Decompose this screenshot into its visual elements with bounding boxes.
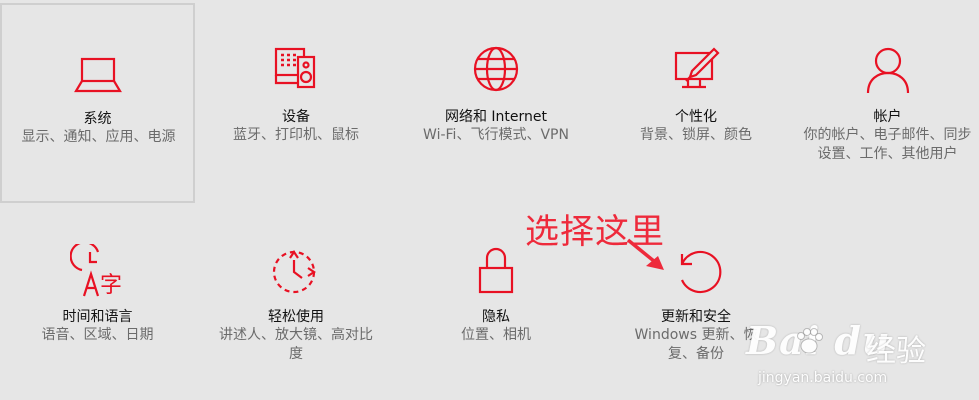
globe-icon [468, 43, 524, 99]
tile-description: Windows 更新、恢复、备份 [634, 327, 758, 362]
paw-icon [794, 326, 824, 360]
watermark-url: jingyan.baidu.com [758, 370, 888, 386]
watermark: Bai du 经验 jingyan.baidu.com [746, 318, 966, 398]
annotation-text: 选择这里 [525, 212, 665, 252]
tile-network[interactable]: 网络和 Internet Wi-Fi、飞行模式、VPN [396, 3, 596, 203]
watermark-cn: 经验 [866, 334, 926, 369]
tile-title: 帐户 [873, 109, 902, 125]
tile-time-language[interactable]: 字 时间和语言 语音、区域、日期 [0, 230, 195, 400]
tile-system[interactable]: 系统 显示、通知、应用、电源 [0, 3, 195, 203]
person-icon [860, 43, 916, 99]
tile-description: 蓝牙、打印机、鼠标 [233, 127, 359, 143]
tile-personalization[interactable]: 个性化 背景、锁屏、颜色 [596, 3, 796, 203]
tile-description: 语音、区域、日期 [41, 327, 154, 343]
tile-description: 显示、通知、应用、电源 [21, 129, 176, 145]
tile-update-security[interactable]: 更新和安全 Windows 更新、恢复、备份 [596, 230, 796, 400]
tile-title: 轻松使用 [268, 309, 324, 325]
lock-icon [468, 242, 524, 298]
tile-description: 你的帐户、电子邮件、同步设置、工作、其他用户 [803, 127, 972, 162]
svg-text:字: 字 [100, 273, 122, 298]
annotation-arrow-icon [624, 236, 672, 280]
tile-description: Wi-Fi、飞行模式、VPN [423, 127, 569, 143]
laptop-icon [70, 47, 126, 103]
tile-ease-of-access[interactable]: 轻松使用 讲述人、放大镜、高对比度 [196, 230, 396, 400]
devices-icon [268, 43, 324, 99]
watermark-brand: Bai du [746, 318, 891, 363]
tile-description: 位置、相机 [461, 327, 531, 343]
tile-description: 讲述人、放大镜、高对比度 [219, 327, 373, 362]
tile-description: 背景、锁屏、颜色 [640, 127, 752, 143]
ease-of-access-icon [268, 242, 324, 298]
tile-accounts[interactable]: 帐户 你的帐户、电子邮件、同步设置、工作、其他用户 [796, 3, 979, 203]
tile-title: 设备 [282, 109, 310, 125]
tile-devices[interactable]: 设备 蓝牙、打印机、鼠标 [196, 3, 396, 203]
time-language-icon: 字 [69, 244, 126, 300]
paint-icon [668, 43, 724, 99]
tile-title: 时间和语言 [62, 309, 133, 325]
tile-title: 隐私 [482, 309, 510, 325]
tile-title: 系统 [83, 111, 112, 127]
tile-title: 个性化 [675, 109, 717, 125]
tile-title: 网络和 Internet [444, 109, 548, 125]
tile-title: 更新和安全 [661, 309, 731, 325]
update-icon [668, 242, 724, 298]
tile-privacy[interactable]: 隐私 位置、相机 [396, 230, 596, 400]
